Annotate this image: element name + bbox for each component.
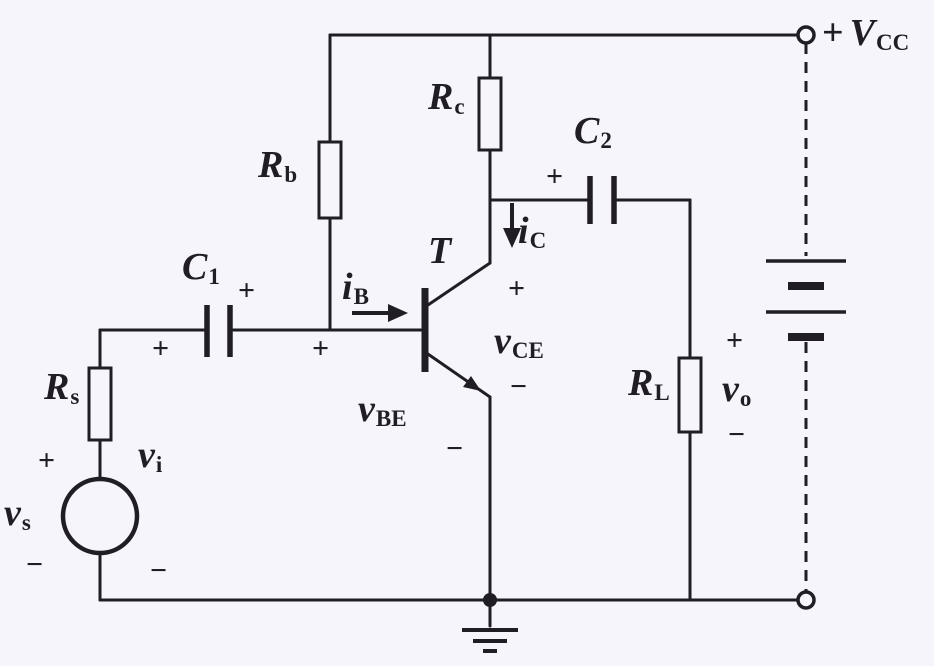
- rs-symbol: R: [44, 366, 70, 408]
- resistor-rs-body: [87, 366, 113, 442]
- transistor-t: [421, 261, 492, 602]
- rc-subscript: c: [454, 94, 465, 120]
- transistor-collector-lead: [423, 261, 492, 309]
- vce-symbol: v: [494, 320, 511, 362]
- label-rc: Rc: [428, 78, 465, 118]
- label-rs: Rs: [44, 368, 79, 408]
- label-vo: vo: [722, 370, 751, 410]
- rc-symbol: R: [428, 76, 454, 118]
- c1-subscript: 1: [208, 264, 220, 290]
- ib-arrowhead: [388, 304, 408, 322]
- ic-subscript: C: [529, 228, 547, 254]
- transistor-symbol: T: [428, 230, 452, 272]
- vo-plus-sign: +: [726, 324, 744, 357]
- vi-plus-sign: +: [152, 332, 170, 365]
- label-vcc: +VCC: [822, 14, 909, 54]
- label-vs: vs: [4, 494, 31, 534]
- ic-arrow: [503, 203, 521, 248]
- label-transistor: T: [428, 232, 451, 270]
- ic-arrowhead: [503, 228, 521, 248]
- resistor-rc: [477, 33, 503, 265]
- vcc-subscript: CC: [876, 30, 910, 56]
- label-rb: Rb: [258, 146, 297, 186]
- input-branch: [60, 305, 423, 602]
- label-c2: C2: [574, 112, 612, 152]
- label-vi: vi: [138, 436, 162, 476]
- source-vs-body: [60, 476, 140, 556]
- c1-symbol: C: [182, 246, 208, 288]
- emitter-arrowhead: [463, 376, 481, 391]
- vcc-plus-sign: +: [822, 12, 844, 54]
- output-branch: [488, 176, 703, 602]
- label-vbe: vBE: [358, 390, 407, 430]
- rl-symbol: R: [628, 362, 654, 404]
- vcc-terminal: [796, 25, 816, 45]
- label-ib: iB: [342, 268, 369, 308]
- vs-plus-sign: +: [38, 444, 56, 477]
- resistor-rc-body: [477, 76, 503, 152]
- label-c1: C1: [182, 248, 220, 288]
- vo-symbol: v: [722, 368, 739, 410]
- vs-subscript: s: [21, 510, 31, 536]
- vi-minus-sign: −: [150, 554, 168, 587]
- ground-terminal: [796, 590, 816, 610]
- ib-subscript: B: [353, 284, 369, 310]
- ic-symbol: i: [518, 210, 529, 252]
- ib-arrow: [352, 304, 408, 322]
- rl-subscript: L: [654, 380, 670, 406]
- c2-plus-sign: +: [546, 160, 564, 193]
- ib-symbol: i: [342, 266, 353, 308]
- vbe-symbol: v: [358, 388, 375, 430]
- vs-symbol: v: [4, 492, 21, 534]
- vce-subscript: CE: [511, 338, 544, 364]
- vbe-plus-sign: +: [312, 332, 330, 365]
- vo-subscript: o: [739, 386, 752, 412]
- rb-symbol: R: [258, 144, 284, 186]
- vbe-minus-sign: −: [446, 432, 464, 465]
- resistor-rb-body: [317, 140, 343, 220]
- rb-subscript: b: [284, 162, 298, 188]
- rs-subscript: s: [70, 384, 80, 410]
- vce-plus-sign: +: [508, 272, 526, 305]
- c1-plus-sign: +: [238, 274, 256, 307]
- battery-vcc: [766, 43, 846, 592]
- vo-minus-sign: −: [728, 418, 746, 451]
- c2-subscript: 2: [600, 128, 612, 154]
- resistor-rb: [317, 33, 343, 332]
- ground-symbol: [462, 593, 518, 653]
- c2-symbol: C: [574, 110, 600, 152]
- vbe-subscript: BE: [375, 406, 407, 432]
- vs-minus-sign: −: [26, 548, 44, 581]
- label-vce: vCE: [494, 322, 544, 362]
- vi-symbol: v: [138, 434, 155, 476]
- resistor-rl-body: [677, 356, 703, 434]
- vcc-symbol: V: [849, 12, 876, 54]
- label-ic: iC: [518, 212, 546, 252]
- vi-subscript: i: [155, 452, 163, 478]
- vce-minus-sign: −: [510, 370, 528, 403]
- label-rl: RL: [628, 364, 670, 404]
